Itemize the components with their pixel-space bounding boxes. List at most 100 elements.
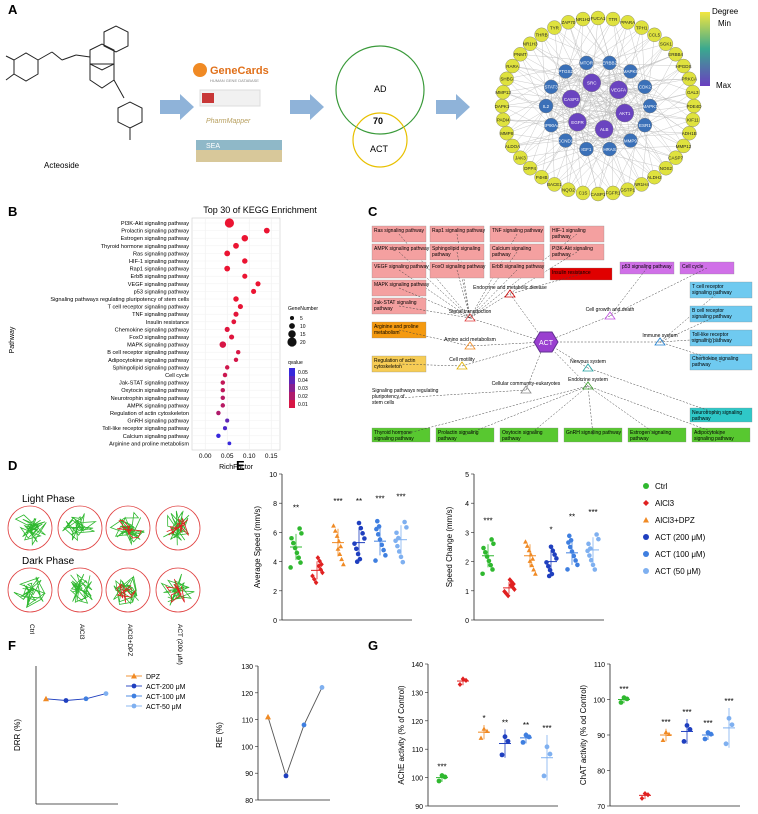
average-speed-point [379, 542, 385, 548]
network-link [398, 251, 471, 319]
drr-point [83, 696, 89, 702]
ache-point [520, 739, 526, 745]
movement-track-fast [115, 583, 136, 603]
network-node [642, 98, 658, 114]
drr-legend-marker [131, 673, 137, 679]
network-node [634, 177, 649, 192]
average-speed-point [355, 551, 361, 557]
network-node-label: MMP12 [676, 144, 692, 149]
network-edge [506, 86, 552, 134]
chat-point [624, 696, 630, 702]
ache-y-tick: 130 [411, 690, 423, 697]
ache-point [544, 744, 550, 750]
green-pathway-box-label: GnRH signaling pathway [566, 430, 622, 436]
kegg-category-label: Insulin resistance [146, 320, 189, 326]
network-node [615, 103, 634, 123]
network-node [538, 98, 554, 114]
pink-pathway-box-label: MAPK signaling pathway [374, 282, 430, 288]
network-node [676, 58, 691, 74]
ache-point [457, 681, 463, 688]
hub-label: Endocrine system [568, 377, 608, 383]
average-speed-point [338, 543, 344, 549]
pink-pathway-box-label: Rap1 signaling pathway [432, 228, 486, 234]
network-edge [512, 65, 610, 150]
speed-change-y-tick: 1 [465, 589, 469, 596]
network-node-label: RARA [506, 64, 519, 69]
average-speed-point [393, 538, 398, 544]
network-node-label: IGF1 [581, 147, 591, 152]
pink-pathway-box-label: AMPK signaling pathway [374, 246, 430, 252]
stem-cell-text: stem cells [372, 400, 395, 406]
average-speed-point [334, 533, 340, 538]
network-edge [565, 140, 569, 190]
kegg-point [225, 418, 230, 423]
kegg-category-label: Signaling pathways regulating pluripoten… [50, 297, 189, 303]
re-y-tick: 80 [245, 798, 253, 805]
network-node-label: TPH1 [636, 25, 648, 30]
kegg-plot-frame [191, 217, 281, 451]
network-edge [597, 17, 619, 90]
speed-change-y-tick: 2 [465, 560, 469, 567]
network-node-label: ALDOA [505, 144, 520, 149]
network-node [534, 169, 549, 185]
network-edge [551, 124, 610, 150]
kegg-x-label: RichFactor [219, 464, 254, 471]
kegg-category-label: T cell receptor signaling pathway [108, 305, 190, 311]
network-edge [609, 78, 690, 150]
green-pathway-box-label: signaling pathway [374, 436, 414, 442]
network-edge [565, 65, 684, 141]
average-speed-point [296, 555, 302, 561]
blue-pathway-box-label: B cell receptor [692, 308, 724, 314]
kegg-category-label: Adipocytokine signaling pathway [108, 358, 189, 364]
kegg-point [219, 341, 227, 348]
network-node-label: TYR [550, 25, 560, 30]
network-edge [630, 140, 655, 178]
chat-point [729, 722, 735, 728]
ache-y-tick: 140 [411, 662, 423, 669]
kegg-category-label: Oxytocin signaling pathway [121, 388, 189, 394]
average-speed-point [394, 530, 399, 536]
legend-label: AlCl3+DPZ [655, 516, 695, 525]
chat-point [723, 741, 729, 747]
network-node [658, 161, 674, 176]
blue-pathway-box-label: T cell receptor [692, 284, 724, 290]
kegg-point [235, 349, 241, 355]
speed-change-point [489, 537, 494, 542]
network-node [685, 112, 701, 127]
hub-label: Amino acid metabolism [444, 337, 496, 343]
average-speed-y-tick: 10 [269, 472, 277, 479]
network-node-label: CDK2 [639, 85, 652, 90]
average-speed-point [299, 531, 304, 536]
network-node-label: SGK1 [660, 42, 673, 47]
hub-marker [464, 313, 476, 322]
hub-label: Cellular community-eukaryotes [492, 381, 561, 387]
kegg-category-label: MAPK signaling pathway [127, 343, 189, 349]
network-node-label: MTOR [580, 61, 594, 66]
network-edge [551, 34, 655, 126]
kegg-point [216, 433, 221, 439]
average-speed-y-tick: 6 [273, 530, 277, 537]
network-node-label: PTGS2 [558, 69, 573, 74]
speed-change-point [530, 556, 536, 561]
panel-label-a: A [8, 2, 18, 17]
network-edge [649, 65, 684, 107]
kegg-point [241, 234, 249, 242]
network-edge [520, 105, 547, 158]
network-edge [571, 98, 655, 178]
kegg-point [233, 242, 239, 249]
genecards-logo: GeneCards [210, 65, 269, 77]
speed-change-point [587, 553, 592, 558]
network-edge [582, 140, 631, 194]
network-link [609, 267, 648, 317]
network-node [547, 20, 562, 35]
network-edge [586, 22, 628, 64]
blue-pathway-box-label: signaling pathway [692, 290, 732, 296]
panel-label-d: D [8, 458, 17, 473]
network-edge [577, 34, 655, 123]
speed-change-point [480, 571, 485, 577]
group-label: ACT (200 μM) [176, 624, 183, 665]
network-node-label: DPP4 [524, 166, 536, 171]
